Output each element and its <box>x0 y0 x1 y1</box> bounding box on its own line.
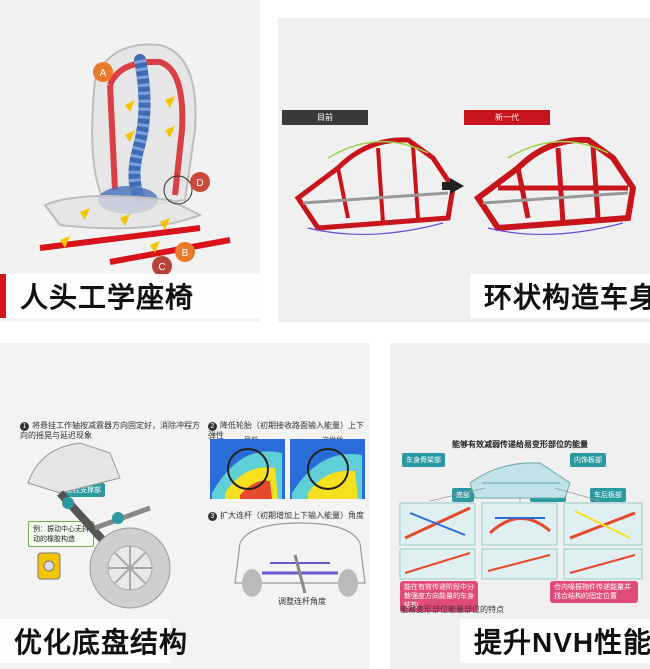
caption-seat: 人头工学座椅 <box>0 274 260 318</box>
nvh-title: 能够有效减弱传递给易变形部位的能量 <box>452 440 588 449</box>
frame-before-icon <box>294 137 456 236</box>
panel-ergonomic-seat: A D B C 人头工学座椅 <box>0 0 260 322</box>
note-body-structure: 能在有效传递阶段中分散强度方向能量的车身结构 <box>400 581 478 612</box>
chassis-illustration <box>27 439 366 609</box>
svg-text:A: A <box>100 68 107 79</box>
car-body-icon <box>469 462 571 499</box>
note-deformation: 能易变形部位能量部位的特点 <box>400 605 504 614</box>
panel-nvh: 能够有效减弱传递给易变形部位的能量 车身骨架部 内饰板部 底部 车后减振 车后板… <box>390 343 650 669</box>
caption-ring-body: 环状构造车身 <box>470 274 650 318</box>
bushing-icon <box>37 552 61 580</box>
rear-damping-thumb-icon <box>481 502 558 546</box>
label-before: 目前 <box>282 110 368 125</box>
note-cabin-noise: 仓内噪振物件传递能量并找合结构的固定位置 <box>550 581 638 603</box>
caption-text: 优化底盘结构 <box>14 627 189 658</box>
svg-text:C: C <box>158 262 165 273</box>
front-car-diagram-icon <box>234 522 366 597</box>
seat-illustration: A D B C <box>39 43 231 276</box>
step-1-number-icon: 1 <box>20 422 29 431</box>
frame-after-icon <box>473 136 637 236</box>
step-3-label: 扩大连杆（初期增加上下输入能量）角度 <box>220 511 364 520</box>
car-frame-illustration <box>294 136 637 236</box>
tag-interior-panel: 内饰板部 <box>570 453 606 467</box>
marker-a-icon: A <box>93 62 113 82</box>
caption-text: 人头工学座椅 <box>20 282 195 313</box>
caption-nvh: 提升NVH性能 <box>460 619 650 663</box>
underbody-thumb-icon <box>399 502 476 546</box>
step-2-label: 降低轮胎（初期接收路面输入能量）上下弹性 <box>208 421 364 440</box>
rear-panel-thumb2-icon <box>563 548 643 580</box>
underbody-thumb2-icon <box>399 548 476 580</box>
svg-text:B: B <box>182 248 189 259</box>
step-3-number-icon: 3 <box>208 512 217 521</box>
nvh-illustration <box>399 462 643 580</box>
panel-ring-body: 目前 新一代 环状构造车身 <box>278 18 650 322</box>
caption-text: 提升NVH性能 <box>474 627 650 658</box>
step-1-label: 将悬挂工作轴按减震器方向固定好，消除冲程方向的摇晃与延迟现象 <box>20 421 200 440</box>
arrow-right-icon <box>442 178 464 194</box>
rear-damping-thumb2-icon <box>481 548 558 580</box>
label-link-angle: 调整连杆角度 <box>278 597 326 606</box>
wheel-icon <box>89 527 171 609</box>
marker-b-icon: B <box>175 242 195 262</box>
svg-text:D: D <box>196 178 203 189</box>
tire-heatmap-current-icon <box>210 439 285 499</box>
step-2-number-icon: 2 <box>208 422 217 431</box>
tag-rear-panel: 车后板部 <box>590 488 626 502</box>
tire-heatmap-next-icon <box>290 439 365 499</box>
caption-chassis: 优化底盘结构 <box>0 619 187 663</box>
label-rubber-example: 例：振动中心无抖动的橡胶构造 <box>28 521 94 547</box>
label-after: 新一代 <box>464 110 550 125</box>
marker-d-icon: D <box>190 172 210 192</box>
rear-panel-thumb-icon <box>563 502 643 546</box>
accent-bar <box>0 274 6 318</box>
tag-body-frame: 车身骨架部 <box>402 453 445 467</box>
caption-text: 环状构造车身 <box>484 282 650 313</box>
marker-c-icon: C <box>152 256 172 276</box>
